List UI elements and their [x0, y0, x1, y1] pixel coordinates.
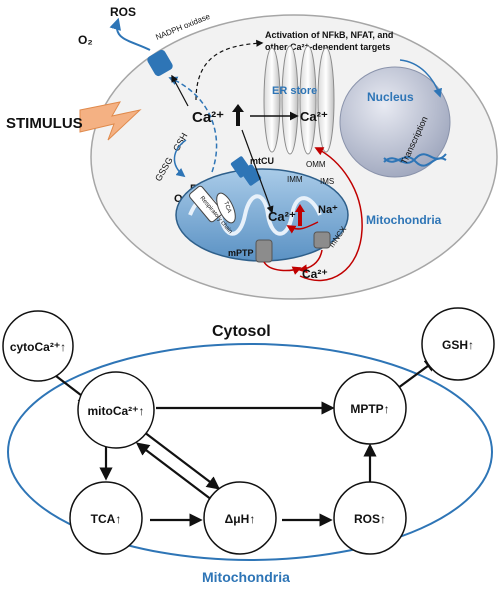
imm-label: IMM [287, 175, 303, 184]
node-dmuh: ΔμH↑ [203, 481, 277, 555]
er-store [263, 45, 335, 155]
nucleus-arrow [399, 59, 442, 98]
er-store-label: ER store [272, 85, 317, 97]
ca-mito-label: Ca²⁺ [268, 209, 296, 224]
mncx-icon [313, 231, 331, 249]
node-ros: ROS↑ [333, 481, 407, 555]
o2-top-label: O₂ [78, 33, 93, 47]
ca-to-mito-arrow [241, 129, 274, 214]
mptp-icon [255, 239, 273, 263]
ca-to-nadph-arrow [171, 74, 189, 107]
svg-text:mitoCa²⁺↑: mitoCa²⁺↑ [88, 404, 145, 418]
node-tca: TCA↑ [69, 481, 143, 555]
arrow-mitoca-dmuh [143, 431, 221, 490]
stimulus-label: STIMULUS [6, 115, 83, 132]
ca-cyto-label: Ca²⁺ [192, 109, 224, 126]
nadph-oxidase-icon [147, 49, 173, 77]
ros-top-label: ROS [110, 5, 136, 19]
na-label: Na⁺ [318, 204, 338, 216]
nadph-dashed-arrow [168, 76, 218, 173]
svg-text:cytoCa²⁺↑: cytoCa²⁺↑ [10, 340, 66, 354]
mitochondria-bottom-label: Mitochondria [202, 569, 290, 585]
svg-text:ROS↑: ROS↑ [354, 512, 386, 526]
red-efflux-arrow [263, 261, 302, 275]
tca-label: TCA [222, 201, 232, 214]
red-mncx-arrow [298, 249, 323, 274]
arrow-dmuh-mitoca [135, 442, 213, 501]
mtcu-label: mtCU [250, 156, 274, 166]
tca-icon [216, 192, 236, 224]
ims-label: IMS [320, 177, 334, 186]
svg-text:TCA↑: TCA↑ [91, 512, 122, 526]
node-cytoca: cytoCa²⁺↑ [2, 310, 74, 382]
ca-up-arrow-icon [232, 104, 244, 126]
mptp-label: mPTP [228, 248, 254, 258]
red-na-arrow [286, 221, 319, 234]
nucleus [339, 66, 451, 178]
node-gsh: GSH↑ [421, 307, 495, 381]
ca-er-label: Ca²⁺ [300, 109, 328, 124]
omm-label: OMM [306, 160, 326, 169]
activation-dashed-arrow [195, 39, 264, 101]
activation-line1: Activation of NFkB, NFAT, and [265, 30, 393, 40]
nucleus-label: Nucleus [367, 90, 414, 104]
node-mptp: MPTP↑ [333, 371, 407, 445]
node-mitoca: mitoCa²⁺↑ [77, 371, 155, 449]
svg-text:MPTP↑: MPTP↑ [350, 402, 389, 416]
mitochondria-top-label: Mitochondria [366, 213, 442, 227]
gsh-cycle-arrow [173, 139, 187, 178]
red-return-arrow [299, 147, 363, 282]
ros-top-arrow [109, 17, 151, 51]
cytosol-label: Cytosol [212, 323, 271, 340]
svg-text:GSH↑: GSH↑ [442, 338, 474, 352]
ca-mito-up-arrow-icon [295, 204, 305, 226]
lightning-bolt-icon [79, 101, 142, 141]
svg-text:ΔμH↑: ΔμH↑ [225, 512, 256, 526]
respiratory-chain-icon [189, 185, 223, 223]
ca-out-label: Ca²⁺ [302, 267, 328, 281]
activation-line2: other Ca²⁺-dependent targets [265, 42, 390, 52]
